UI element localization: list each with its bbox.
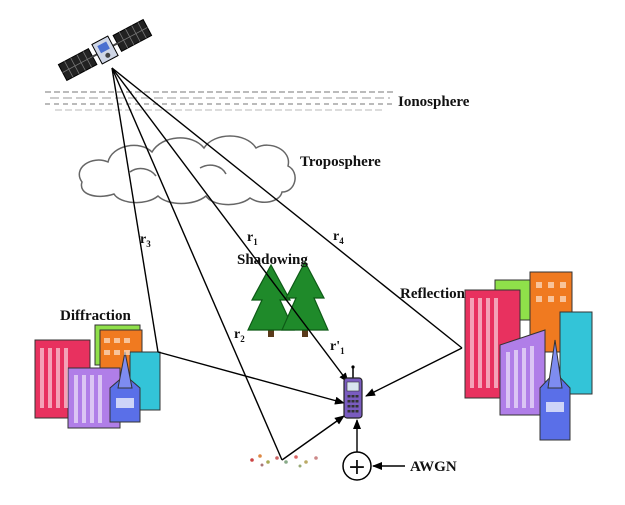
left-buildings bbox=[34, 324, 161, 429]
trees bbox=[247, 260, 329, 337]
mobile-phone-icon bbox=[343, 365, 363, 419]
summer-plus: + bbox=[348, 455, 366, 480]
troposphere-label: Troposphere bbox=[300, 154, 381, 170]
right-buildings bbox=[464, 271, 593, 441]
reflection-label: Reflection bbox=[400, 286, 466, 302]
ray-label-r2: r2 bbox=[234, 327, 245, 344]
ray-label-r3: r3 bbox=[140, 232, 151, 249]
troposphere-cloud bbox=[78, 135, 296, 206]
ray-label-r4: r4 bbox=[333, 229, 344, 246]
ground-scatterers bbox=[250, 454, 318, 468]
ionosphere-band bbox=[45, 91, 395, 111]
ray-label-r1-prime: r'1 bbox=[330, 339, 345, 356]
ray-label-r1: r1 bbox=[247, 230, 258, 247]
diffraction-label: Diffraction bbox=[60, 308, 131, 324]
ionosphere-label: Ionosphere bbox=[398, 94, 470, 110]
rays bbox=[111, 67, 463, 470]
shadowing-label: Shadowing bbox=[237, 252, 308, 268]
satellite-icon bbox=[57, 18, 153, 82]
summer-node: + bbox=[342, 451, 372, 481]
awgn-label: AWGN bbox=[410, 459, 457, 475]
